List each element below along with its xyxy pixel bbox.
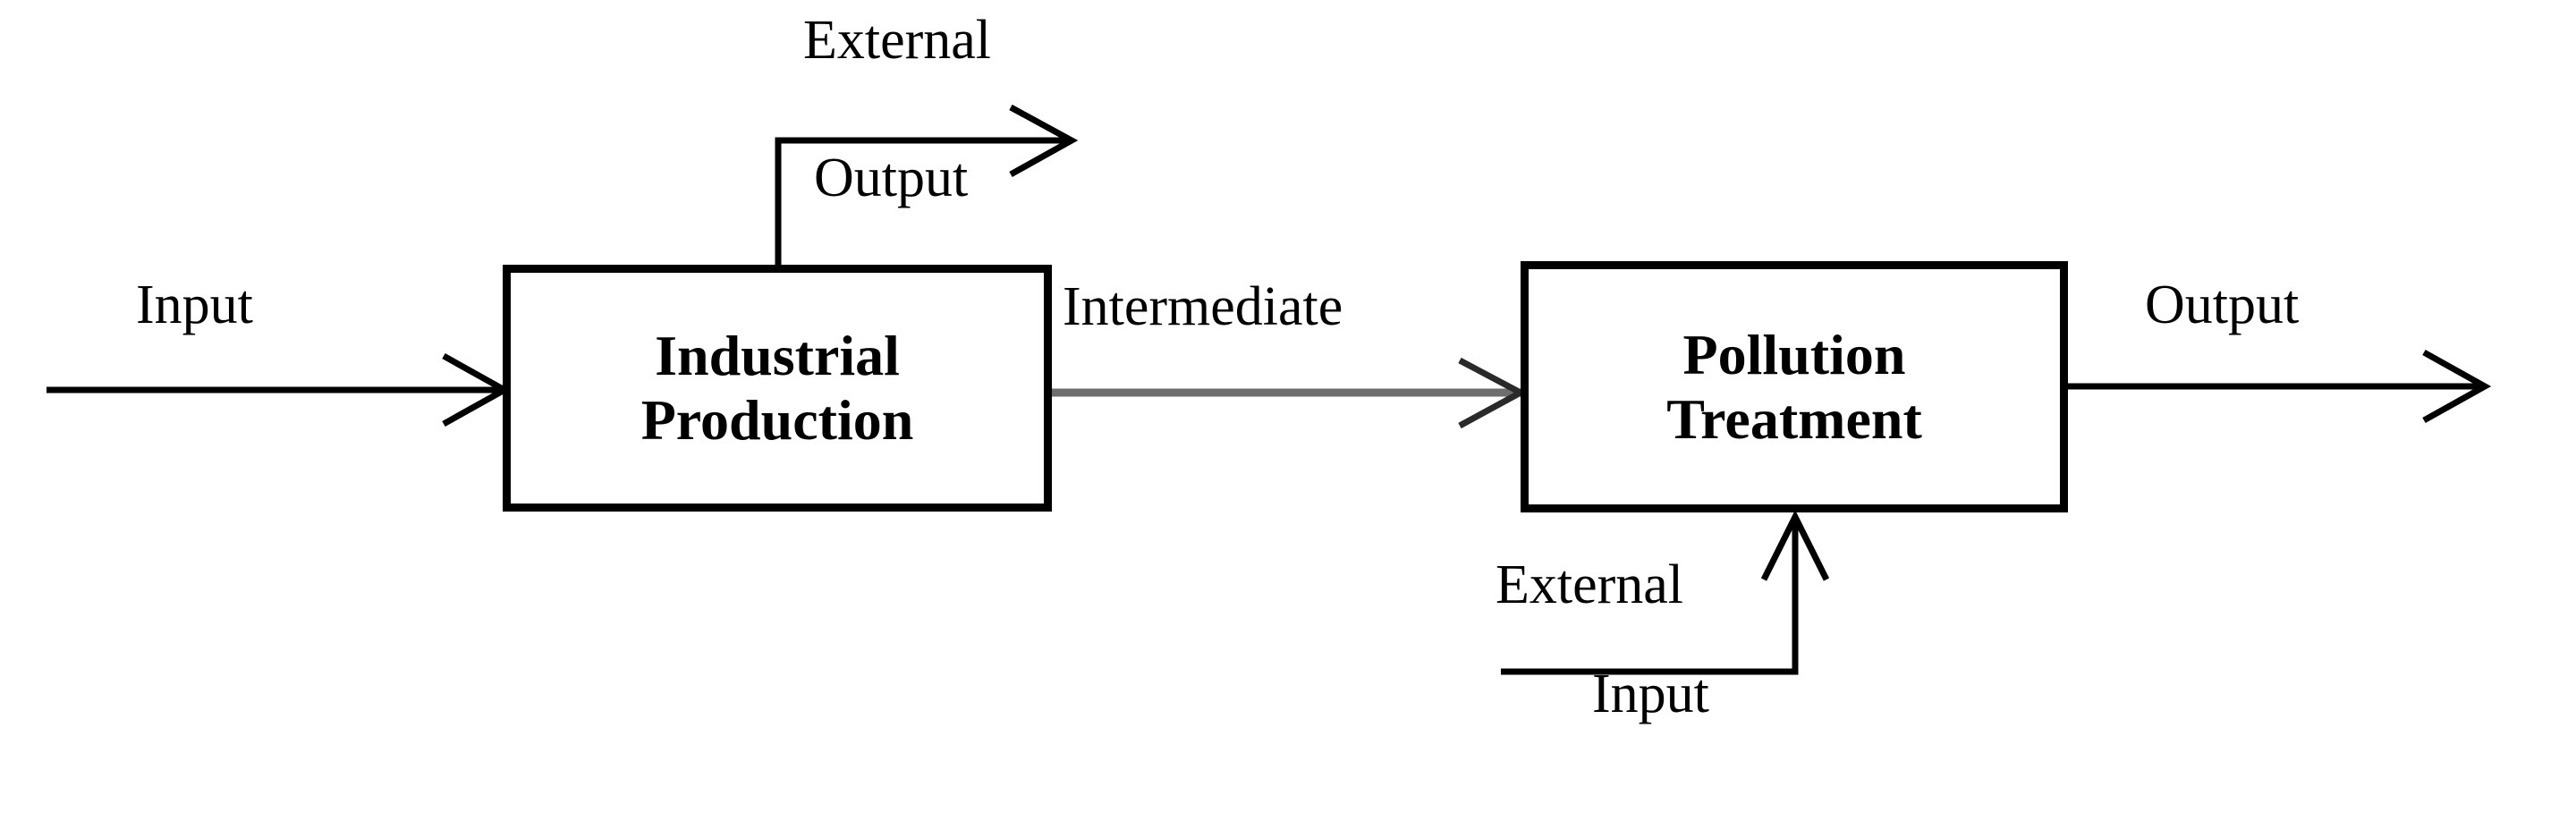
node-pollution-treatment-label-line2: Treatment xyxy=(1666,386,1922,451)
flow-label-external-input-line2: Input xyxy=(1592,664,1709,724)
flow-label-external-output-line1: External xyxy=(803,10,992,71)
flow-label-external-input-line1: External xyxy=(1496,554,1684,615)
flow-label-external-output-line2: Output xyxy=(814,148,969,208)
arrow-input-left xyxy=(47,352,512,427)
flow-label-input-left: Input xyxy=(136,275,253,335)
node-pollution-treatment-label-line1: Pollution xyxy=(1682,322,1906,386)
node-industrial-production-label-line1: Industrial xyxy=(655,324,900,388)
node-pollution-treatment[interactable]: Pollution Treatment xyxy=(1521,261,2068,512)
arrow-intermediate xyxy=(1048,357,1528,429)
flow-label-intermediate: Intermediate xyxy=(1063,276,1343,337)
arrow-external-input xyxy=(1501,510,1830,675)
node-industrial-production[interactable]: Industrial Production xyxy=(503,265,1052,512)
arrow-external-output xyxy=(775,104,1079,268)
flow-label-output-right: Output xyxy=(2145,275,2300,335)
arrow-output-right xyxy=(2064,349,2492,424)
node-industrial-production-label-line2: Production xyxy=(640,388,914,452)
